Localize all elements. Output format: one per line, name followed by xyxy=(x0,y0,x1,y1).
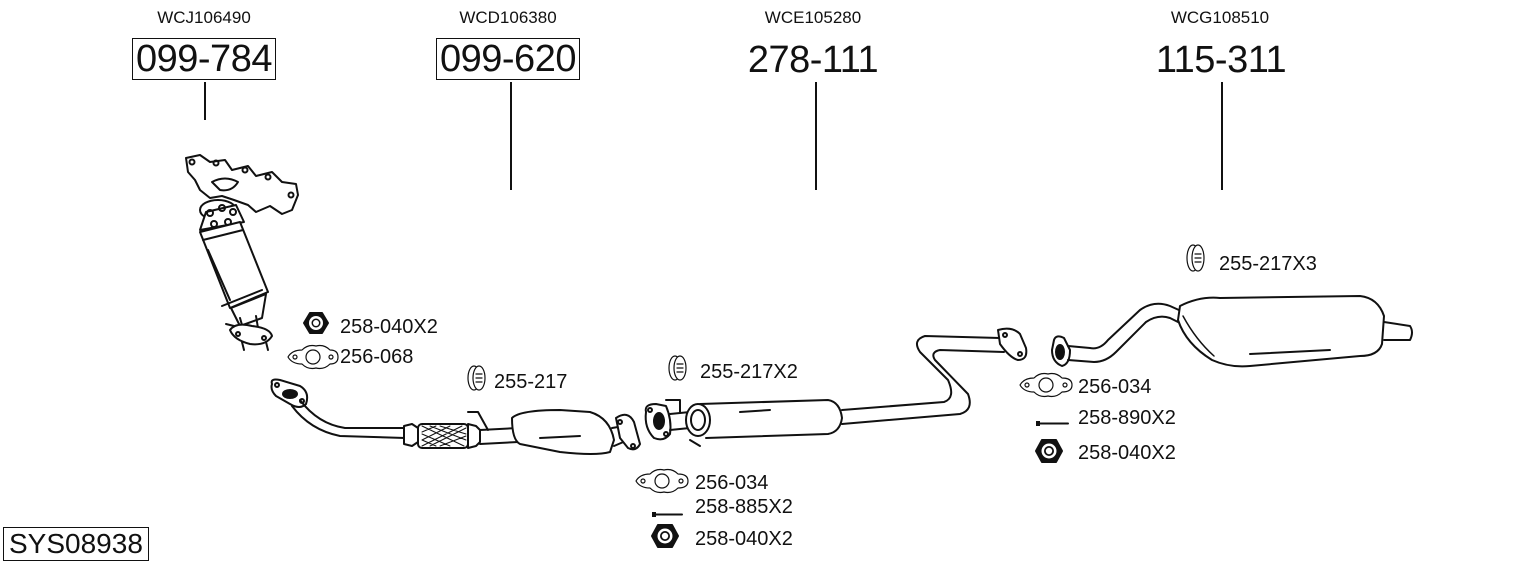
gasket-icon xyxy=(635,468,689,494)
part-number-box[interactable]: 099-784 xyxy=(132,38,276,80)
fitting-label[interactable]: 258-890X2 xyxy=(1078,407,1176,429)
part-number-box[interactable]: 099-620 xyxy=(436,38,580,80)
nut-icon xyxy=(303,312,329,334)
bolt-icon xyxy=(1036,421,1069,426)
fitting-label[interactable]: 258-040X2 xyxy=(340,316,438,338)
section-ref-code: WCD106380 xyxy=(459,8,557,27)
bolt-icon xyxy=(652,512,683,517)
fitting-label[interactable]: 258-040X2 xyxy=(1078,442,1176,464)
rubber-mount-icon xyxy=(1186,244,1205,272)
fitting-label[interactable]: 256-068 xyxy=(340,346,414,368)
fitting-label[interactable]: 255-217 xyxy=(494,371,568,393)
front-pipe-drawing xyxy=(270,378,641,455)
fitting-label[interactable]: 258-040X2 xyxy=(695,528,793,550)
rubber-mount-icon xyxy=(467,365,486,391)
section-ref-code: WCJ106490 xyxy=(157,8,251,27)
nut-icon xyxy=(1035,439,1063,463)
fitting-label[interactable]: 258-885X2 xyxy=(695,496,793,518)
fitting-label[interactable]: 255-217X2 xyxy=(700,361,798,383)
section-ref-code: WCE105280 xyxy=(764,8,862,27)
leader-line xyxy=(1221,82,1223,190)
part-number: 099-620 xyxy=(436,38,580,80)
system-code: SYS08938 xyxy=(3,527,149,561)
fitting-label[interactable]: 256-034 xyxy=(1078,376,1152,398)
part-number: 099-784 xyxy=(132,38,276,80)
leader-line xyxy=(815,82,817,190)
rubber-mount-icon xyxy=(668,355,687,381)
gasket-icon xyxy=(1019,372,1073,398)
part-number[interactable]: 115-311 xyxy=(1155,39,1287,81)
fitting-label[interactable]: 256-034 xyxy=(695,472,769,494)
centre-silencer-drawing xyxy=(644,327,1028,447)
manifold-catalyst-drawing xyxy=(185,154,299,351)
section-ref-code: WCG108510 xyxy=(1170,8,1270,27)
gasket-icon xyxy=(287,344,339,370)
leader-line xyxy=(204,82,206,120)
rear-silencer-drawing xyxy=(1051,295,1413,368)
nut-icon xyxy=(651,524,679,548)
fitting-label[interactable]: 255-217X3 xyxy=(1219,253,1317,275)
leader-line xyxy=(510,82,512,190)
part-number[interactable]: 278-111 xyxy=(747,39,879,81)
